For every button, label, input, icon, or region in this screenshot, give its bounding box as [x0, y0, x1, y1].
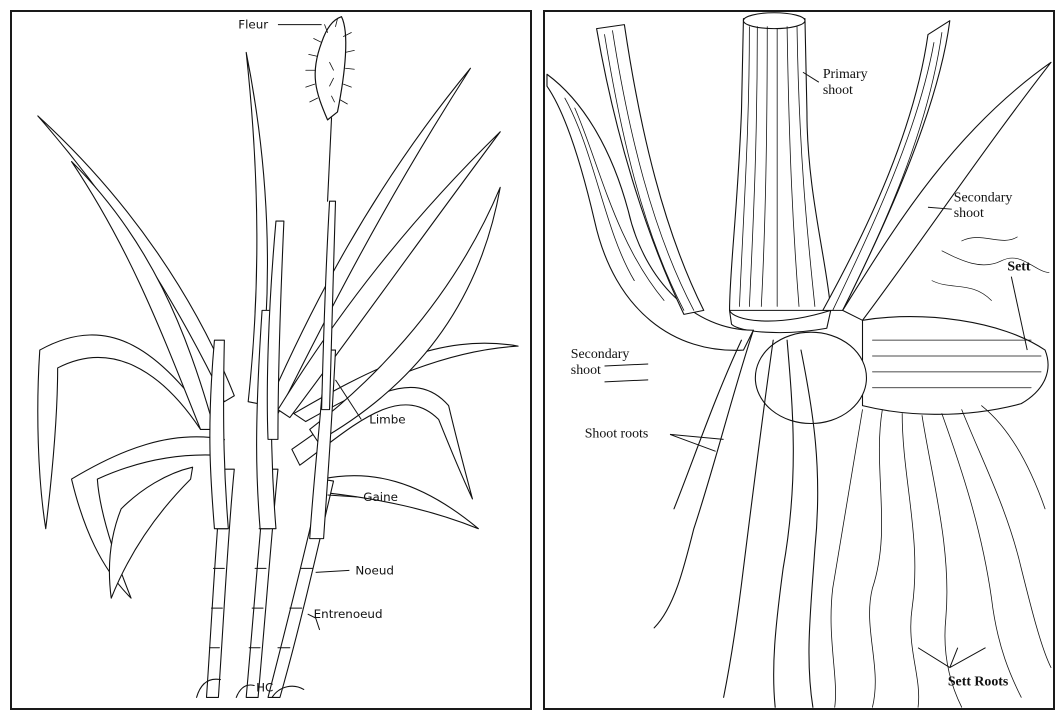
label-secondary-shoot-left-line-1: Secondary: [571, 347, 630, 362]
sugarcane-plant-illustration: Fleur Limbe Gaine Noeud Entrenoeud HC: [10, 10, 532, 710]
secondary-shoot-left: [547, 25, 753, 351]
sugarcane-plant-drawing: Fleur Limbe Gaine Noeud Entrenoeud HC: [12, 12, 530, 708]
label-noeud: Noeud: [355, 563, 394, 577]
label-sett: Sett: [1007, 260, 1030, 275]
label-sett-roots: Sett Roots: [948, 674, 1009, 689]
label-gaine: Gaine: [363, 490, 398, 504]
sett-germination-illustration: Primary shoot Secondary shoot Sett Secon…: [543, 10, 1055, 710]
sett-germination-drawing: Primary shoot Secondary shoot Sett Secon…: [545, 12, 1053, 708]
sett: [863, 317, 1049, 415]
label-entrenoeud: Entrenoeud: [314, 607, 383, 621]
flower-panicle: [306, 17, 355, 202]
label-secondary-shoot-left-line-2: shoot: [571, 363, 601, 378]
label-secondary-shoot-right-line-2: shoot: [954, 206, 984, 221]
label-primary-shoot-line-2: shoot: [823, 83, 853, 98]
label-shoot-roots: Shoot roots: [585, 426, 649, 441]
label-limbe: Limbe: [369, 413, 405, 427]
artist-signature: HC: [256, 680, 273, 694]
label-primary-shoot-line-1: Primary: [823, 67, 868, 82]
label-fleur: Fleur: [238, 18, 268, 32]
label-secondary-shoot-right-line-1: Secondary: [954, 190, 1013, 205]
primary-shoot: [730, 13, 831, 333]
secondary-shoot-right: [823, 21, 1051, 321]
